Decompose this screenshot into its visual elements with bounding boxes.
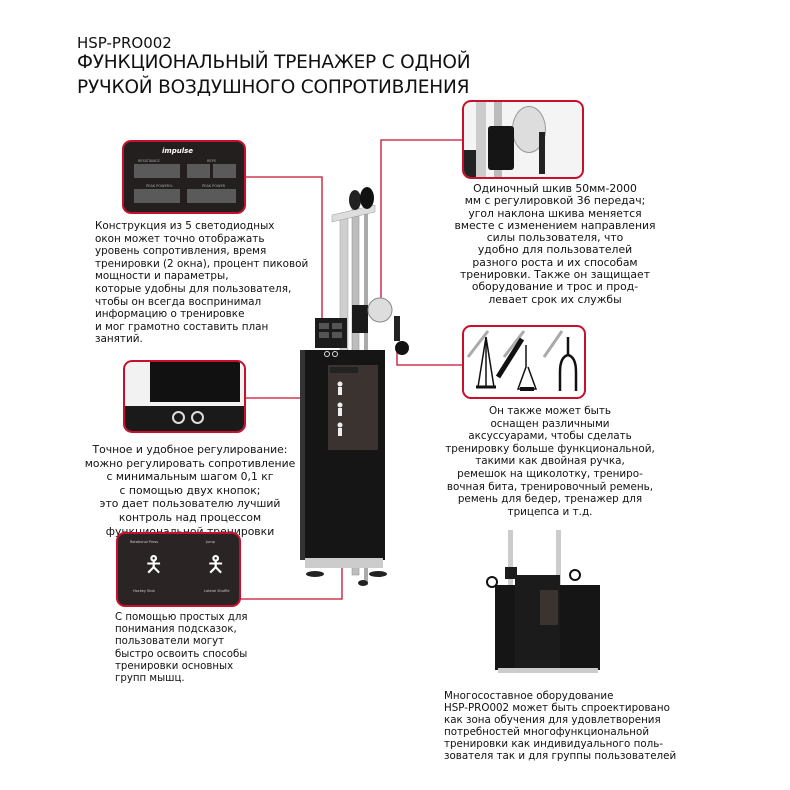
adjust-buttons-image	[123, 360, 246, 433]
exercise-label: Jump	[206, 540, 215, 544]
text-line: силы пользователя, что	[486, 231, 624, 245]
text-line: С помощью простых для	[115, 612, 248, 623]
text-line: зователя так и для группы пользователей	[444, 750, 677, 763]
exercise-figure-icon: 🯅	[206, 553, 226, 578]
text-line: быстро освоить способы	[115, 648, 248, 660]
callout-line-display	[245, 176, 323, 318]
text-line: с помощью двух кнопок;	[119, 483, 261, 497]
text-line: чтобы он всегда воспринимал	[95, 295, 262, 308]
exercise-label: Hockey Shot	[133, 589, 155, 593]
text-line: мм с регулировкой 36 передач;	[464, 194, 646, 208]
text-line: тренировки основных	[115, 660, 234, 672]
display-window	[134, 189, 180, 203]
text-line: как зона обучения для удовлетворения	[444, 714, 661, 727]
text-line: это дает пользователю лучший	[99, 497, 281, 511]
display-window	[213, 164, 236, 178]
text-line: потребностей многофункциональной	[444, 726, 650, 739]
text-line: Многосоставное оборудование	[444, 690, 614, 702]
display-window	[187, 189, 236, 203]
text-line: левает срок их службы	[488, 292, 622, 306]
display-window	[134, 164, 180, 178]
text-line: тренировки как индивидуального поль-	[444, 738, 663, 751]
exercise-hints-image: Rotational Press Jump 🯅 🯅 Hockey Shot La…	[116, 532, 241, 607]
text-line: которые удобны для пользователя,	[95, 282, 292, 295]
plus-button-icon	[191, 411, 204, 424]
display-label-peak-power: PEAK POWER	[202, 184, 226, 188]
text-line: Конструкция из 5 светодиодных	[95, 220, 275, 232]
text-line: занятий.	[95, 333, 143, 346]
display-window	[187, 164, 210, 178]
exercise-figure-icon: 🯅	[144, 553, 164, 578]
title-line-2: РУЧКОЙ ВОЗДУШНОГО СОПРОТИВЛЕНИЯ	[77, 77, 470, 98]
text-line: понимания подсказок,	[115, 624, 237, 636]
title-line-1: ФУНКЦИОНАЛЬНЫЙ ТРЕНАЖЕР С ОДНОЙ	[77, 52, 471, 73]
text-line: пользователи могут	[115, 636, 225, 648]
minus-button-icon	[172, 411, 185, 424]
text-line: тренировки. Также он защищает	[460, 268, 650, 282]
pulley-image	[462, 100, 584, 179]
text-line: угол наклона шкива меняется	[468, 206, 642, 220]
text-line: Одиночный шкив 50мм-2000	[473, 182, 637, 195]
text-line: групп мышц.	[115, 673, 185, 685]
text-line: мощности и параметры,	[95, 270, 229, 283]
text-line: оснащен различными	[490, 417, 610, 430]
text-line: ремешок на щиколотку, трениро-	[457, 467, 643, 480]
text-line: удобно для пользователей	[477, 243, 633, 257]
adjust-description: Точное и удобное регулирование:можно рег…	[75, 443, 305, 538]
text-line: разного роста и их способам	[472, 255, 638, 269]
text-line: аксуссуарами, чтобы сделать	[468, 430, 632, 443]
text-line: вместе с изменением направления	[454, 218, 656, 232]
text-line: Точное и удобное регулирование:	[92, 443, 288, 456]
text-line: и мог грамотно составить план	[95, 320, 269, 333]
text-line: окон может точно отображать	[95, 232, 265, 245]
display-label-peak-power-percent: PEAK POWER%	[146, 184, 173, 188]
exercise-label: Lateral Shuffle	[204, 589, 230, 593]
display-label-reps: REPS	[207, 159, 216, 163]
text-line: вочная бита, тренировочный ремень,	[446, 480, 654, 493]
callout-line-pulley	[380, 139, 462, 300]
display-label-resistance: RESISTANCE	[138, 159, 160, 163]
model-number: HSP-PRO002	[77, 34, 172, 52]
handle-accessories-icon	[466, 330, 578, 391]
exercise-label: Rotational Press	[130, 540, 159, 544]
text-line: ремень для бедер, тренажер для	[457, 493, 643, 506]
text-line: уровень сопротивления, время	[95, 245, 267, 258]
text-line: можно регулировать сопротивление	[84, 456, 296, 470]
text-line: контроль над процессом	[118, 510, 262, 524]
impulse-logo: impulse	[162, 147, 194, 155]
text-line: тренировку больше функциональной,	[445, 442, 655, 455]
text-line: тренировки (2 окна), процент пиковой	[95, 257, 309, 270]
accessories-image	[462, 325, 586, 399]
text-line: Он также может быть	[488, 405, 612, 417]
display-panel-image: impulse RESISTANCE REPS PEAK POWER% PEAK…	[122, 140, 246, 214]
text-line: HSP-PRO002 может быть спроектировано	[444, 702, 670, 715]
page-title: ФУНКЦИОНАЛЬНЫЙ ТРЕНАЖЕР С ОДНОЙ РУЧКОЙ В…	[77, 50, 471, 100]
text-line: с минимальным шагом 0,1 кг	[106, 470, 274, 484]
text-line: оборудование и трос и прод-	[471, 280, 639, 294]
text-line: трицепса и т.д.	[507, 505, 593, 518]
text-line: информацию о тренировке	[95, 308, 245, 321]
text-line: такими как двойная ручка,	[475, 455, 625, 468]
